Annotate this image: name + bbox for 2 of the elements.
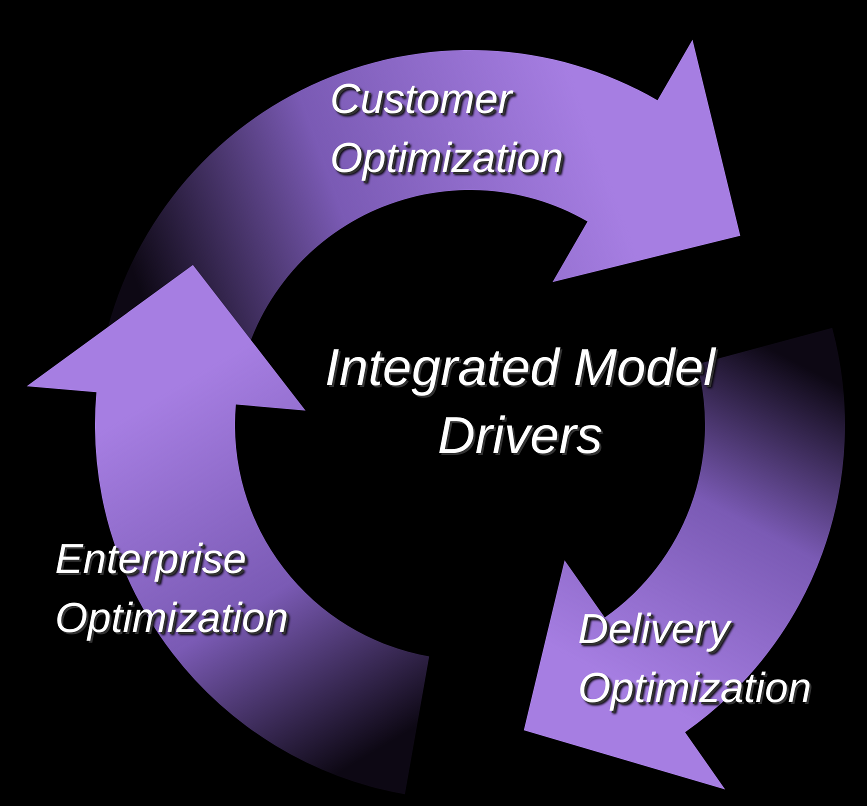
arrow-label: Customer Optimization — [330, 74, 564, 183]
center-title: Integrated Model Drivers — [324, 338, 718, 467]
